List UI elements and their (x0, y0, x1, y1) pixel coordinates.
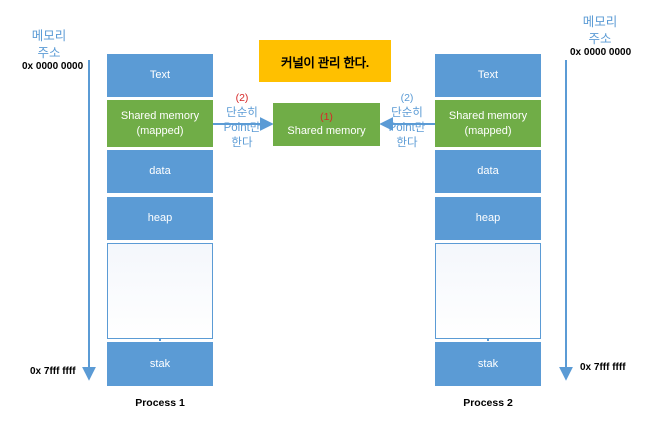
segment-shared-line1: Shared memory (120, 109, 200, 122)
segment-stack-p1: stak (107, 342, 213, 386)
memory-address-label-line2: 주소 (588, 32, 612, 46)
shared-memory-number: (1) (320, 110, 333, 123)
memory-address-label-right: 메모리 주소 (578, 14, 622, 48)
segment-text-p1: Text (107, 54, 213, 97)
segment-free-p1 (107, 243, 213, 339)
kernel-shared-memory: (1) Shared memory (273, 103, 380, 146)
segment-free-p2 (435, 243, 541, 339)
address-start-right: 0x 0000 0000 (570, 47, 632, 58)
segment-stack-p2: stak (435, 342, 541, 386)
pointer-note-left: (2) 단순히 Point만 한다 (213, 91, 271, 151)
segment-heap-p1: heap (107, 197, 213, 240)
shared-memory-label: Shared memory (287, 124, 366, 137)
segment-shared-line2: (mapped) (464, 124, 512, 137)
segment-heap-p2: heap (435, 197, 541, 240)
memory-address-label-line2: 주소 (37, 46, 61, 60)
pointer-note-line1: 단순히 (226, 107, 258, 119)
address-end-right: 0x 7fff ffff (580, 362, 626, 373)
process2-label: Process 2 (463, 397, 513, 409)
process1-label: Process 1 (135, 397, 185, 409)
memory-address-label-line1: 메모리 (31, 29, 67, 43)
pointer-note-line2: Point만 (223, 122, 261, 134)
pointer-note-number: (2) (400, 92, 414, 104)
segment-shared-mapped-p1: Shared memory (mapped) (107, 100, 213, 147)
pointer-note-line3: 한다 (231, 137, 253, 149)
pointer-note-line1: 단순히 (391, 107, 423, 119)
segment-shared-line2: (mapped) (136, 124, 184, 137)
memory-address-label-left: 메모리 주소 (27, 28, 71, 62)
segment-text-p2: Text (435, 54, 541, 97)
segment-shared-line1: Shared memory (448, 109, 528, 122)
segment-shared-mapped-p2: Shared memory (mapped) (435, 100, 541, 147)
memory-address-label-line1: 메모리 (582, 15, 618, 29)
segment-data-p1: data (107, 150, 213, 193)
kernel-note: 커널이 관리 한다. (259, 40, 391, 82)
pointer-note-number: (2) (235, 92, 249, 104)
address-start-left: 0x 0000 0000 (22, 61, 84, 72)
pointer-note-line2: Point만 (388, 122, 426, 134)
address-end-left: 0x 7fff ffff (30, 366, 76, 377)
segment-data-p2: data (435, 150, 541, 193)
pointer-note-right: (2) 단순히 Point만 한다 (378, 91, 436, 151)
pointer-note-line3: 한다 (396, 137, 418, 149)
